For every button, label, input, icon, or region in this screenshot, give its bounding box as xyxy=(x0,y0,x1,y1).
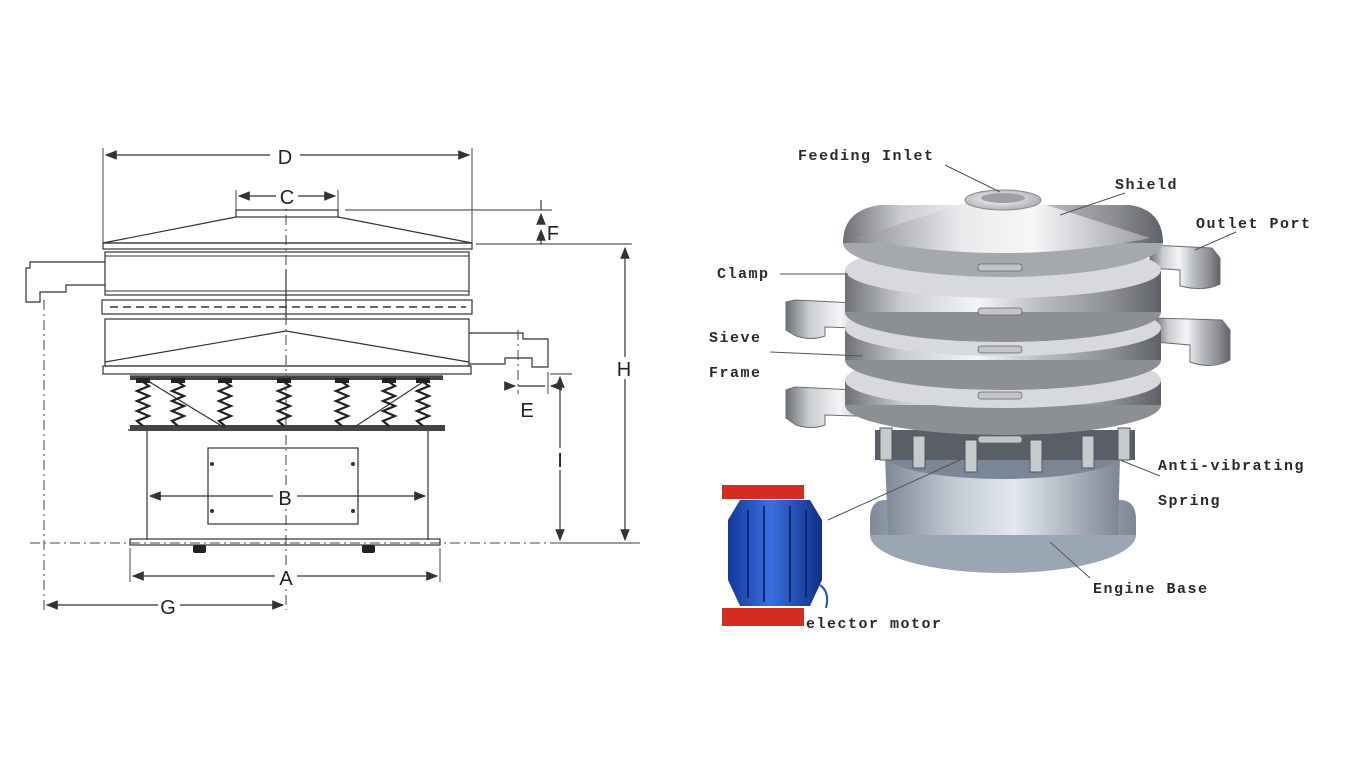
label-d: D xyxy=(278,147,292,169)
clamp-bolts xyxy=(977,263,1023,444)
engine-base-outline xyxy=(129,431,441,553)
spring-2 xyxy=(169,381,187,427)
outlet-arm-right xyxy=(1154,317,1231,366)
callout-engine-base: Engine Base xyxy=(1093,581,1209,598)
dimension-g: G xyxy=(45,595,285,619)
vibration-motor xyxy=(722,485,829,626)
label-a: A xyxy=(279,568,293,590)
spring-7 xyxy=(414,381,432,427)
dimension-d: D xyxy=(102,145,473,244)
spring-cap-2 xyxy=(171,378,185,383)
dimension-h: H xyxy=(560,246,637,544)
outlet-port-top xyxy=(1149,244,1221,290)
product-illustration: Feeding Inlet Shield Outlet Port Clamp S… xyxy=(709,148,1312,633)
spring-cap-3 xyxy=(218,378,232,383)
label-f: F xyxy=(547,223,559,245)
callout-motor: elector motor xyxy=(806,616,943,633)
dimension-c: C xyxy=(235,186,339,212)
leader-lines xyxy=(769,164,1237,579)
callout-spring: Spring xyxy=(1158,493,1221,510)
label-g: G xyxy=(160,597,176,619)
spring-cap-1 xyxy=(136,378,150,383)
label-h: H xyxy=(617,359,631,381)
dimension-b: B xyxy=(148,486,427,510)
callout-anti-vibrating: Anti-vibrating xyxy=(1158,458,1305,475)
spring-cap-5 xyxy=(335,378,349,383)
dimension-f: F xyxy=(345,200,632,245)
callout-shield: Shield xyxy=(1115,177,1178,194)
shield xyxy=(843,189,1163,277)
dimension-drawing: D C xyxy=(25,145,640,619)
sieve-outline xyxy=(25,209,549,394)
callout-frame: Frame xyxy=(709,365,762,382)
spring-1 xyxy=(134,381,152,427)
callout-outlet-port: Outlet Port xyxy=(1196,216,1312,233)
anti-vibrating-springs xyxy=(875,427,1135,473)
springs xyxy=(134,378,432,427)
spring-6 xyxy=(380,381,398,427)
dimension-a: A xyxy=(129,548,441,590)
callout-feeding-inlet: Feeding Inlet xyxy=(798,148,935,165)
callout-sieve: Sieve xyxy=(709,330,762,347)
label-b: B xyxy=(278,488,291,510)
dimension-i: I xyxy=(550,373,572,542)
spring-5 xyxy=(333,381,351,427)
spring-3 xyxy=(216,381,234,427)
callout-clamp: Clamp xyxy=(717,266,770,283)
label-c: C xyxy=(280,187,294,209)
spring-cap-4 xyxy=(277,378,291,383)
spring-4 xyxy=(275,381,293,427)
label-e: E xyxy=(520,400,533,422)
spring-cap-7 xyxy=(416,378,430,383)
label-i: I xyxy=(557,450,563,472)
spring-cap-6 xyxy=(382,378,396,383)
dimension-e: E xyxy=(504,372,562,422)
